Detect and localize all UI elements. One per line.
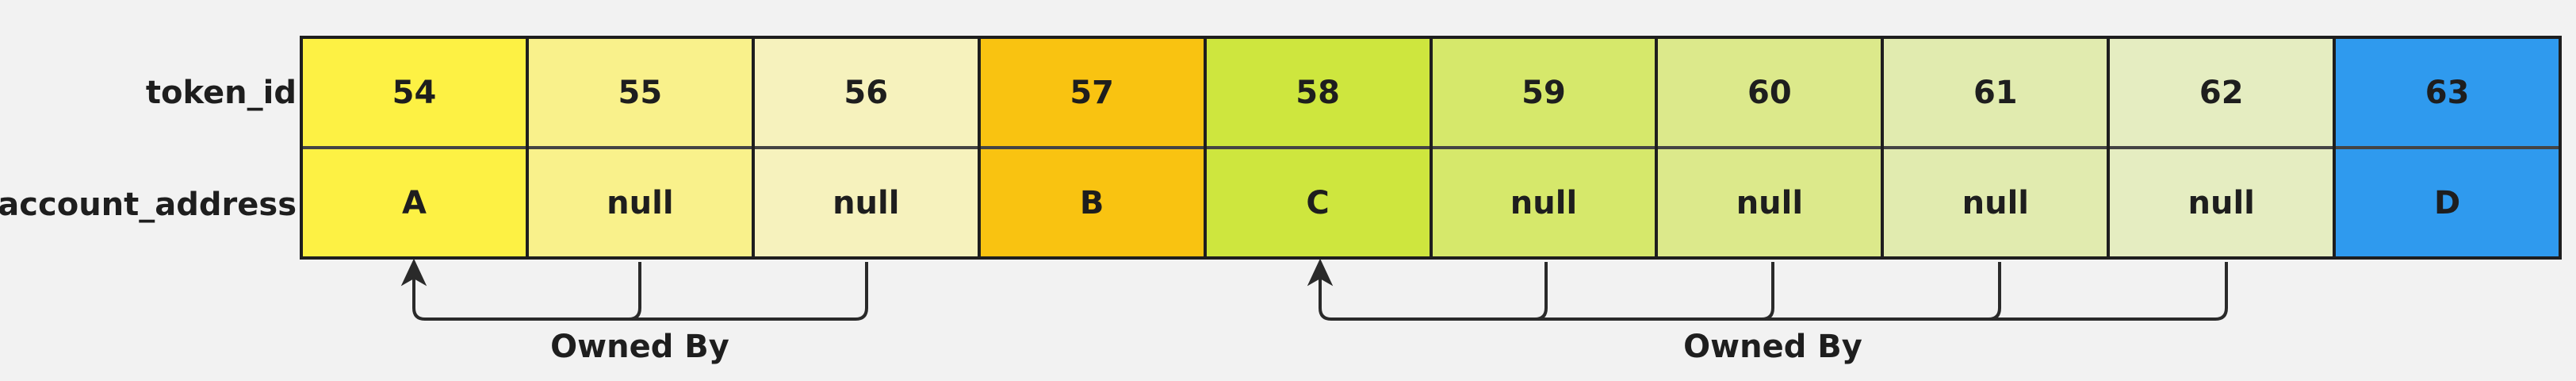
arrowhead-icon <box>1307 258 1334 287</box>
token-column: 59 null <box>1429 39 1655 256</box>
row-label-account-address: account_address <box>0 187 297 223</box>
account-address-cell: D <box>2336 149 2559 256</box>
token-id-cell: 56 <box>754 39 978 149</box>
owned-by-branch-line <box>628 262 641 321</box>
token-table: 54 A 55 null 56 null 57 B 58 C 59 null 6… <box>300 36 2562 260</box>
account-address-cell: null <box>528 149 752 256</box>
token-column: 63 D <box>2333 39 2559 256</box>
account-address-cell: null <box>754 149 978 256</box>
token-column: 58 C <box>1203 39 1430 256</box>
account-address-cell: null <box>1658 149 1881 256</box>
account-address-cell: null <box>2110 149 2333 256</box>
token-id-cell: 54 <box>303 39 526 149</box>
owned-by-connector-group-2 <box>1307 258 2228 321</box>
token-column: 62 null <box>2107 39 2333 256</box>
token-id-cell: 60 <box>1658 39 1881 149</box>
token-column: 56 null <box>751 39 978 256</box>
token-id-cell: 61 <box>1884 39 2107 149</box>
owned-by-connector-group-1 <box>400 258 868 321</box>
token-id-cell: 58 <box>1206 39 1430 149</box>
owned-by-arrow-line <box>412 262 868 321</box>
token-id-cell: 62 <box>2110 39 2333 149</box>
owned-by-branch-line <box>1761 262 1774 321</box>
token-id-cell: 59 <box>1432 39 1655 149</box>
owned-by-branch-line <box>1988 262 2001 321</box>
account-address-cell: null <box>1884 149 2107 256</box>
token-column: 57 B <box>977 39 1204 256</box>
account-address-cell: null <box>1432 149 1655 256</box>
token-id-cell: 55 <box>528 39 752 149</box>
owned-by-label: Owned By <box>1683 329 1862 365</box>
account-address-cell: C <box>1206 149 1430 256</box>
arrowhead-icon <box>400 258 427 287</box>
account-address-cell: B <box>980 149 1204 256</box>
owned-by-branch-line <box>1534 262 1548 321</box>
token-id-cell: 63 <box>2336 39 2559 149</box>
owned-by-label: Owned By <box>550 329 729 365</box>
owned-by-arrow-line <box>1319 262 2228 321</box>
token-column: 61 null <box>1881 39 2107 256</box>
token-id-cell: 57 <box>980 39 1204 149</box>
account-address-cell: A <box>303 149 526 256</box>
token-column: 55 null <box>525 39 752 256</box>
row-label-token-id: token_id <box>145 75 297 111</box>
token-column: 60 null <box>1655 39 1881 256</box>
token-column: 54 A <box>303 39 526 256</box>
